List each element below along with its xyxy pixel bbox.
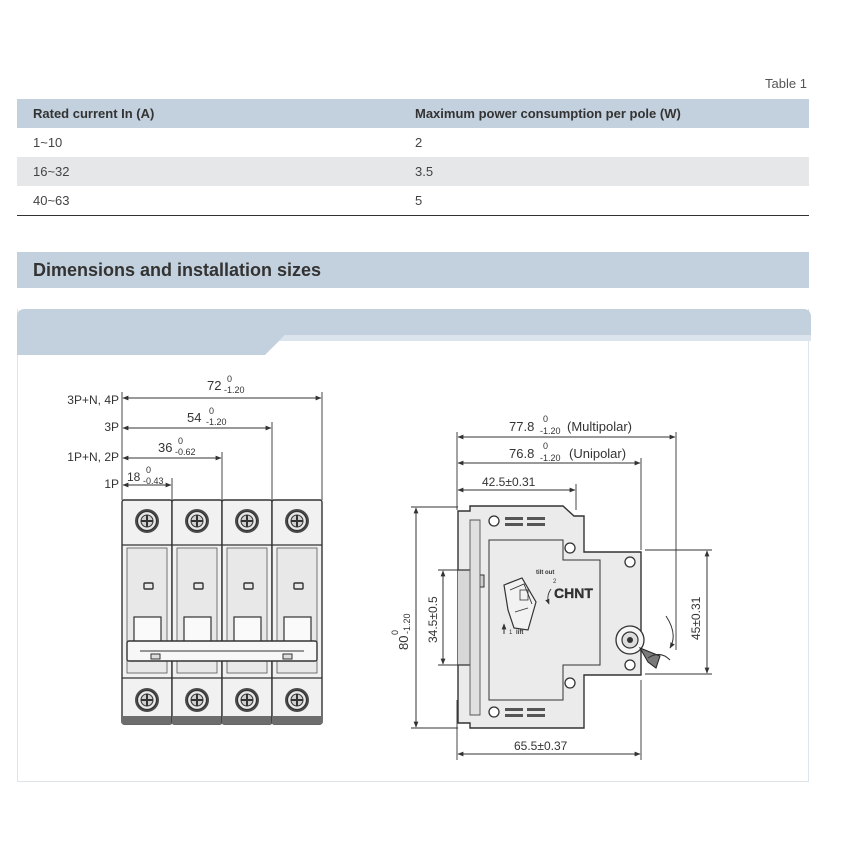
section-header: Dimensions and installation sizes: [17, 252, 809, 288]
depth-multipolar-upper: 0: [543, 414, 548, 424]
front-view: 3P+N, 4P 3P 1P+N, 2P 1P 72 0 -1.20 54 0 …: [67, 374, 323, 725]
tilt-out-label: tilt out: [536, 570, 554, 576]
rail-height: 34.5±0.5: [426, 596, 440, 643]
depth-unipolar-upper: 0: [543, 441, 548, 451]
depth-multipolar-lower: -1.20: [540, 426, 561, 436]
depth-unipolar-lower: -1.20: [540, 453, 561, 463]
label-4p: 3P+N, 4P: [67, 393, 119, 407]
table-row: 1~10 2: [17, 128, 809, 157]
pole-3: [221, 499, 273, 725]
breaker-side: tilt out 2 CHNT 1 lift: [457, 505, 675, 729]
width-4p: 72: [207, 378, 221, 393]
table-row: 40~63 5: [17, 186, 809, 216]
vent-slots: [505, 517, 545, 717]
rivet-holes: [488, 515, 636, 718]
power-cell: 5: [399, 186, 809, 216]
side-view: 77.8 0 -1.20 (Multipolar) 76.8 0 -1.20 (…: [390, 414, 712, 760]
dimension-panel: [17, 309, 811, 782]
brand-logo: CHNT: [554, 585, 593, 601]
label-1p: 1P: [104, 477, 119, 491]
extension-lines: [121, 392, 323, 500]
current-cell: 1~10: [33, 135, 63, 150]
width-1p: 18: [127, 470, 141, 484]
width-1p-upper: 0: [146, 465, 151, 475]
column-header: Maximum power consumption per pole (W): [399, 99, 809, 128]
label-2p: 1P+N, 2P: [67, 450, 119, 464]
current-cell: 40~63: [17, 186, 399, 216]
lift-step-number: 1: [509, 630, 513, 636]
width-3p-lower: -1.20: [206, 417, 227, 427]
column-header: Rated current In (A): [17, 99, 399, 128]
table-caption: Table 1: [765, 76, 807, 90]
width-2p: 36: [158, 440, 172, 455]
cover-height: 45±0.31: [689, 596, 703, 640]
depth-multipolar: 77.8: [509, 419, 534, 434]
width-1p-lower: -0.43: [143, 476, 164, 486]
power-cell: 3.5: [399, 157, 809, 186]
rail-depth: 65.5±0.37: [514, 739, 568, 753]
table-row: 16~32 3.5: [17, 157, 809, 186]
width-4p-upper: 0: [227, 374, 232, 384]
panel-tab-band: [17, 309, 811, 355]
width-2p-upper: 0: [178, 436, 183, 446]
table-header-row: Rated current In (A) Maximum power consu…: [17, 99, 809, 128]
pole-2: [171, 499, 223, 725]
tilt-step-number: 2: [553, 579, 557, 585]
power-consumption-table: Rated current In (A) Maximum power consu…: [17, 99, 809, 216]
height-total-lower: -1.20: [402, 613, 412, 634]
width-4p-lower: -1.20: [224, 385, 245, 395]
pole-1: [121, 499, 173, 725]
width-2p-lower: -0.62: [175, 447, 196, 457]
breaker-front: [121, 499, 323, 725]
width-3p-upper: 0: [209, 406, 214, 416]
depth-multipolar-note: (Multipolar): [567, 419, 632, 434]
height-total: 80: [396, 636, 411, 650]
current-cell: 16~32: [17, 157, 399, 186]
depth-unipolar-note: (Unipolar): [569, 446, 626, 461]
handle-tie-bar: [126, 640, 318, 662]
dimension-lines: [122, 395, 322, 488]
width-3p: 54: [187, 410, 201, 425]
lift-label: lift: [516, 630, 523, 636]
power-cell: 2: [415, 135, 423, 150]
depth-unipolar: 76.8: [509, 446, 534, 461]
section-title: Dimensions and installation sizes: [33, 260, 322, 280]
height-total-upper: 0: [390, 630, 400, 635]
label-3p: 3P: [104, 420, 119, 434]
toggle-handle: [503, 577, 537, 631]
side-extension-lines: [411, 432, 712, 760]
pole-4: [271, 499, 323, 725]
din-rail-clip: [615, 615, 675, 669]
side-dimension-lines: [413, 434, 710, 757]
depth-front: 42.5±0.31: [482, 475, 536, 489]
